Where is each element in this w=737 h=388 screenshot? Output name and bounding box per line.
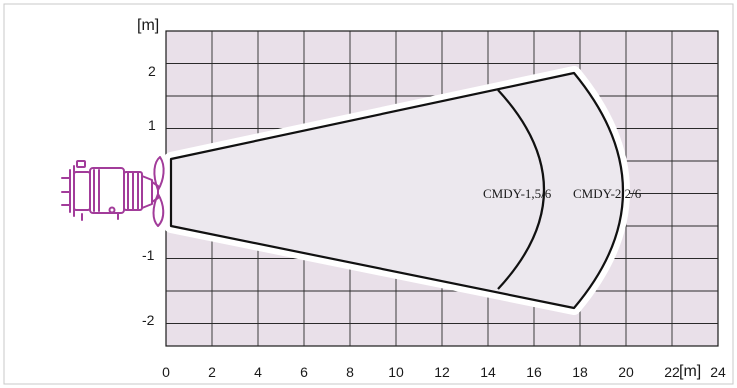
x-tick-label: 6 xyxy=(300,364,308,380)
x-tick-label: 14 xyxy=(480,364,496,380)
y-tick-label: 2 xyxy=(148,63,156,79)
x-tick-label: 20 xyxy=(618,364,634,380)
cone-outline-large xyxy=(169,71,624,310)
model-label-large: CMDY-2,2/6 xyxy=(573,186,642,201)
x-tick-label: 16 xyxy=(526,364,542,380)
x-tick-label: 10 xyxy=(388,364,404,380)
x-tick-label: 18 xyxy=(572,364,588,380)
x-axis-unit: [m] xyxy=(679,363,701,380)
x-tick-label: 24 xyxy=(710,364,726,380)
cone-arc-small xyxy=(497,89,546,290)
x-tick-label: 22 xyxy=(664,364,680,380)
x-tick-label: 12 xyxy=(434,364,450,380)
throw-range-cone xyxy=(164,66,630,315)
y-axis-unit: [m] xyxy=(137,17,159,34)
y-tick-label: -1 xyxy=(142,247,155,263)
x-tick-label: 4 xyxy=(254,364,262,380)
x-tick-label: 8 xyxy=(346,364,354,380)
submersible-mixer-icon xyxy=(61,156,165,227)
x-tick-label: 0 xyxy=(162,364,170,380)
y-tick-label: -2 xyxy=(142,312,155,328)
x-tick-label: 2 xyxy=(208,364,216,380)
y-tick-label: 1 xyxy=(148,117,156,133)
model-label-small: CMDY-1,5/6 xyxy=(483,186,552,201)
